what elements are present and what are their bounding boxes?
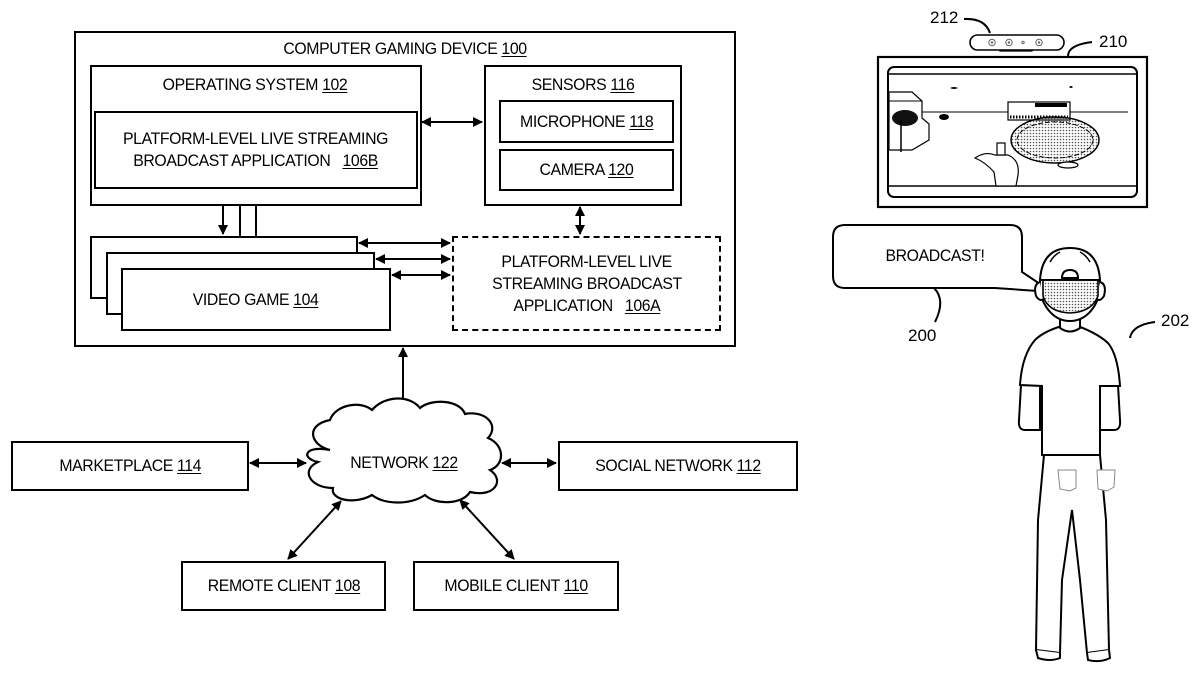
platform-app-106a-box: PLATFORM-LEVEL LIVE STREAMING BROADCAST … xyxy=(452,236,721,331)
platform-app-106b-line1: PLATFORM-LEVEL LIVE STREAMING xyxy=(123,128,388,150)
callout-line-202 xyxy=(1130,322,1155,338)
computer-gaming-device-label: COMPUTER GAMING DEVICE 100 xyxy=(242,38,568,60)
operating-system-label: OPERATING SYSTEM 102 xyxy=(129,74,380,96)
callout-212: 212 xyxy=(930,8,958,28)
marketplace-box: MARKETPLACE 114 xyxy=(11,441,249,491)
display-illustration xyxy=(878,57,1147,207)
callout-line-200 xyxy=(934,288,940,322)
callout-210: 210 xyxy=(1099,32,1127,52)
callout-line-210 xyxy=(1068,42,1092,56)
platform-app-106b-box: PLATFORM-LEVEL LIVE STREAMING BROADCAST … xyxy=(94,111,418,189)
microphone-box: MICROPHONE 118 xyxy=(499,100,674,143)
camera-box: CAMERA 120 xyxy=(499,149,674,191)
network-cloud xyxy=(307,398,501,502)
arrow-network-remote xyxy=(288,501,341,559)
arrow-network-mobile xyxy=(460,500,514,559)
speech-bubble-text: BROADCAST! xyxy=(865,245,1005,267)
callout-202: 202 xyxy=(1161,311,1189,331)
network-label: NETWORK 122 xyxy=(326,452,482,474)
sensor-bar-illustration xyxy=(970,35,1064,51)
sensors-label: SENSORS 116 xyxy=(506,74,660,96)
video-game-box-front: VIDEO GAME 104 xyxy=(121,268,391,331)
callout-200: 200 xyxy=(908,326,936,346)
social-network-box: SOCIAL NETWORK 112 xyxy=(558,441,798,491)
callout-line-212 xyxy=(964,19,990,33)
remote-client-box: REMOTE CLIENT 108 xyxy=(181,561,386,611)
user-illustration xyxy=(1019,248,1120,661)
platform-app-106b-line2: BROADCAST APPLICATION 106B xyxy=(134,150,379,172)
mobile-client-box: MOBILE CLIENT 110 xyxy=(413,561,619,611)
